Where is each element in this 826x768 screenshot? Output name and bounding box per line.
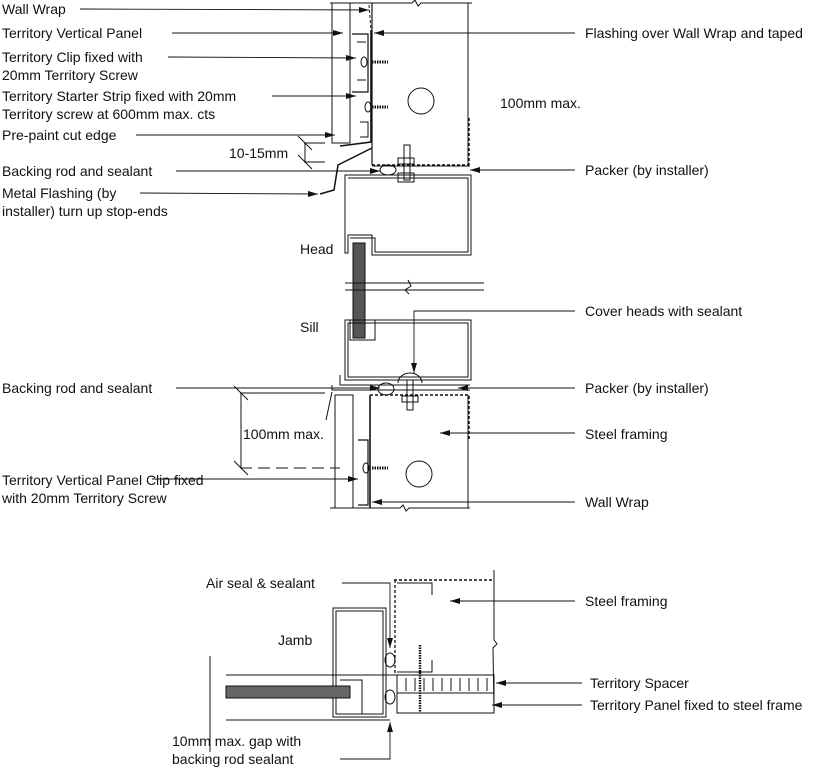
service-hole-icon-bottom [405,460,433,488]
label-backing-rod-bottom: Backing rod and sealant [2,380,153,396]
territory-clip [352,33,369,93]
label-metal-flashing-line1: Metal Flashing (by [2,185,117,201]
sill-flashing [339,375,470,386]
label-territory-spacer: Territory Spacer [590,675,689,691]
territory-panel [396,692,495,714]
sill-section [325,372,470,512]
label-vertical-panel: Territory Vertical Panel [2,25,143,41]
wall-wrap-top-line [368,4,372,31]
label-steel-framing-mid: Steel framing [585,426,668,442]
backing-rod-icon-jamb [384,689,396,705]
jamb-frame [332,607,387,718]
glass-pane-jamb [225,685,351,699]
label-steel-framing-jamb: Steel framing [585,593,668,609]
label-air-seal: Air seal & sealant [206,575,315,591]
cover-head-sealant [397,372,423,384]
label-wall-wrap-bottom: Wall Wrap [585,494,649,510]
label-gap-line2: backing rod sealant [172,751,294,767]
territory-spacer [396,674,495,694]
head-section [319,0,484,381]
label-backing-rod-top: Backing rod and sealant [2,163,153,179]
label-gap-line1: 10mm max. gap with [172,733,302,749]
label-wall-wrap-top: Wall Wrap [2,1,66,17]
dimension-10-15mm [297,135,325,170]
label-dim-100mm-top: 100mm max. [500,95,581,111]
screw-icon-2 [364,101,388,113]
label-clip-line2: 20mm Territory Screw [2,67,138,83]
label-starter-line2: Territory screw at 600mm max. cts [2,106,216,122]
head-frame [344,174,472,256]
vertical-panel-bottom [334,394,354,509]
screw-icon-3 [362,462,388,474]
sill-frame [344,319,472,381]
label-packer-top: Packer (by installer) [585,162,709,178]
label-starter-line1: Territory Starter Strip fixed with 20mm [2,88,237,104]
service-hole-icon-top [407,87,435,115]
label-dim-100mm-bottom: 100mm max. [243,426,324,442]
air-seal-icon [384,652,396,668]
label-territory-panel-fixed: Territory Panel fixed to steel frame [590,697,803,713]
label-sill: Sill [300,319,319,335]
label-clip-line1: Territory Clip fixed with [2,49,143,65]
label-vpanel-clip-line1: Territory Vertical Panel Clip fixed [2,472,204,488]
leader-lines [79,6,582,760]
label-prepaint-cut-edge: Pre-paint cut edge [2,127,117,143]
label-jamb: Jamb [278,632,313,648]
vertical-panel-top [331,2,351,144]
metal-flashing [319,147,373,195]
screw-icon-1 [360,56,388,68]
label-metal-flashing-line2: installer) turn up stop-ends [2,203,168,219]
jamb-section [209,570,498,752]
label-packer-bottom: Packer (by installer) [585,380,709,396]
label-flashing-over-wrap: Flashing over Wall Wrap and taped [585,25,803,41]
label-vpanel-clip-line2: with 20mm Territory Screw [2,490,167,506]
label-dim-10-15mm: 10-15mm [229,145,289,161]
label-head: Head [300,241,334,257]
label-cover-heads: Cover heads with sealant [585,303,743,319]
starter-strip [339,30,372,147]
